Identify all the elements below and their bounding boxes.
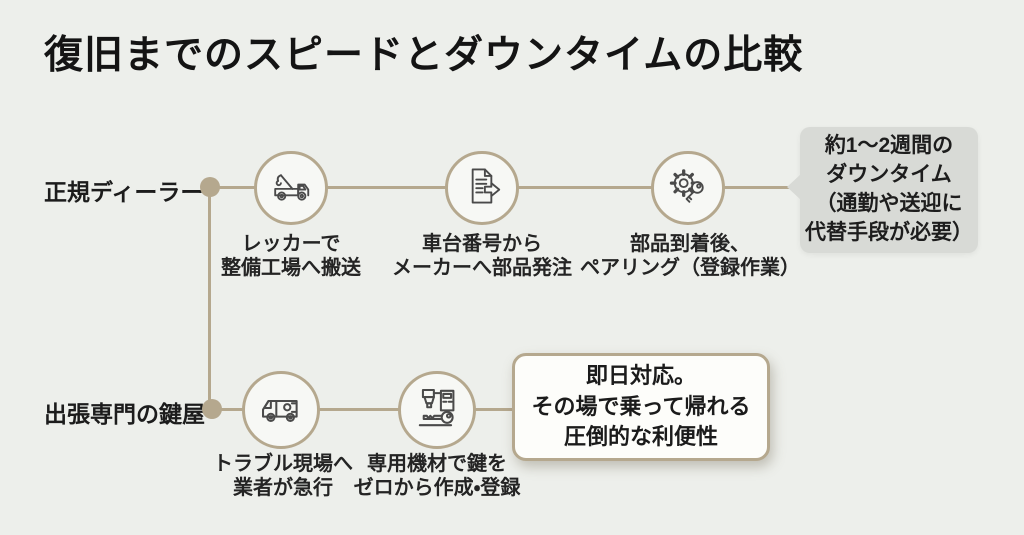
step-caption-order: 車台番号から メーカーへ部品発注 [392, 233, 572, 279]
row-label-dealer: 正規ディーラー [44, 179, 204, 205]
parts-order-document-icon [459, 163, 505, 214]
dealer-start-dot [200, 177, 220, 197]
step-caption-van: トラブル現場へ 業者が急行 [213, 453, 353, 499]
step-caption-tow: レッカーで 整備工場へ搬送 [221, 233, 361, 279]
step-node-order [445, 151, 519, 225]
locksmith-benefit-text: 即日対応。 その場で乗って帰れる 圧倒的な利便性 [531, 363, 751, 450]
locksmith-start-dot [202, 399, 222, 419]
step-caption-keymachine: 専用機材で鍵を ゼロから作成・登録 [353, 453, 521, 499]
step-node-van [242, 371, 320, 449]
gear-key-pairing-icon [665, 163, 711, 214]
step-node-keymachine [398, 371, 476, 449]
row-label-locksmith: 出張専門の鍵屋 [44, 401, 205, 427]
dealer-downtime-text: 約1〜2週間の ダウンタイム （通勤や送迎に 代替手段が必要） [805, 134, 973, 244]
row-connector-vertical-line [208, 187, 211, 409]
page-title: 復旧までのスピードとダウンタイムの比較 [44, 34, 804, 77]
key-cutting-machine-icon [412, 383, 462, 438]
callout-tail-left [787, 174, 801, 200]
tow-truck-icon [268, 163, 314, 214]
step-node-tow [254, 151, 328, 225]
step-node-pairing [651, 151, 725, 225]
service-van-icon [256, 383, 306, 438]
locksmith-flow-line [212, 408, 512, 411]
locksmith-benefit-callout: 即日対応。 その場で乗って帰れる 圧倒的な利便性 [512, 353, 770, 461]
dealer-downtime-callout: 約1〜2週間の ダウンタイム （通勤や送迎に 代替手段が必要） [787, 127, 978, 253]
step-caption-pairing: 部品到着後、 ペアリング（登録作業） [580, 233, 800, 279]
